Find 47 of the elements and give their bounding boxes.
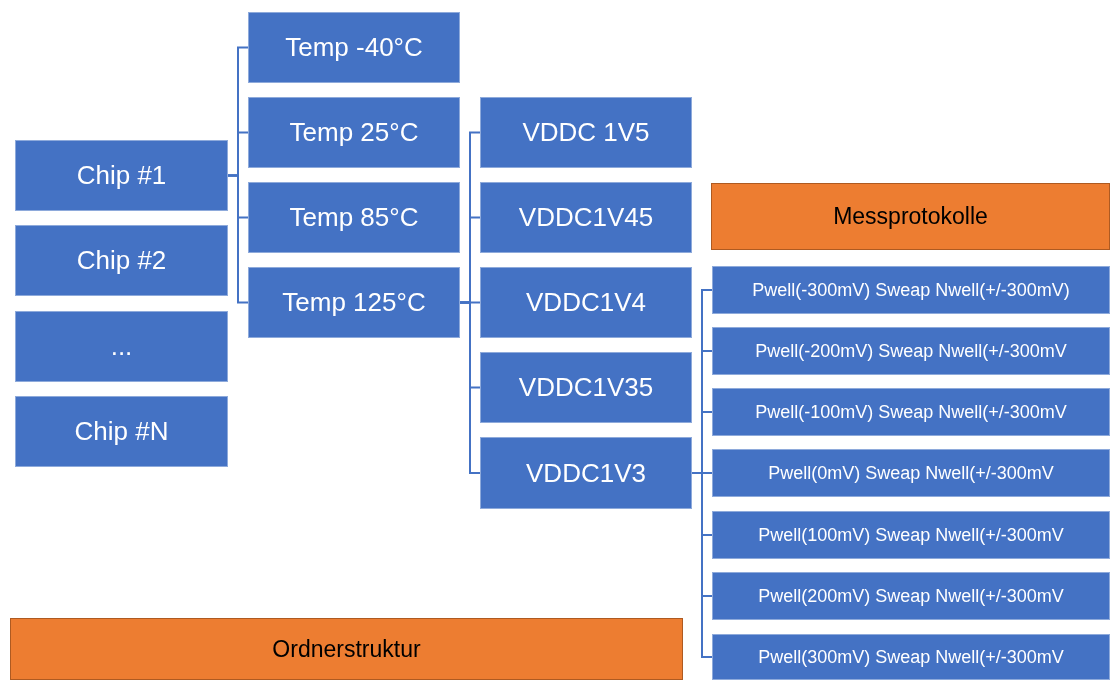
node-label: Temp 125°C	[282, 287, 426, 318]
temperature-box	[248, 267, 460, 338]
node-label: Pwell(-100mV) Sweap Nwell(+/-300mV	[755, 401, 1067, 423]
chip-box	[15, 311, 228, 382]
node-label: Pwell(200mV) Sweap Nwell(+/-300mV	[758, 585, 1064, 607]
node-label: VDDC1V4	[526, 287, 646, 318]
chip-box	[15, 396, 228, 467]
node-label: VDDC1V35	[518, 372, 654, 403]
temperature-box	[248, 182, 460, 253]
node-label: Temp 25°C	[289, 117, 419, 148]
protocol-box	[712, 572, 1110, 620]
section-header	[10, 618, 683, 680]
voltage-box	[480, 182, 692, 253]
node-label: VDDC 1V5	[522, 117, 650, 148]
node-label: ...	[110, 331, 133, 362]
voltage-box	[480, 97, 692, 168]
node-label: Pwell(-300mV) Sweap Nwell(+/-300mV)	[752, 279, 1070, 301]
temperature-box	[248, 12, 460, 83]
connector-line	[227, 174, 249, 304]
connector-line	[459, 301, 481, 474]
node-label: Chip #1	[76, 160, 167, 191]
chip-box	[15, 140, 228, 211]
protocol-box	[712, 634, 1110, 680]
protocol-box	[712, 266, 1110, 314]
temperature-box	[248, 97, 460, 168]
node-label: Pwell(100mV) Sweap Nwell(+/-300mV	[758, 524, 1064, 546]
voltage-box	[480, 267, 692, 338]
node-label: Pwell(0mV) Sweap Nwell(+/-300mV	[768, 462, 1054, 484]
node-label: VDDC1V3	[526, 457, 646, 489]
node-label: Chip #2	[76, 245, 167, 276]
protocol-box	[712, 511, 1110, 559]
protocol-box	[712, 388, 1110, 436]
node-label: Pwell(-200mV) Sweap Nwell(+/-300mV	[755, 340, 1067, 362]
node-label: Messprotokolle	[833, 203, 988, 230]
chip-box	[15, 225, 228, 296]
protocol-box	[712, 327, 1110, 375]
voltage-box	[480, 437, 692, 509]
node-label: VDDC1V45	[518, 202, 654, 233]
node-label: Temp -40°C	[285, 32, 423, 63]
voltage-box	[480, 352, 692, 423]
node-label: Ordnerstruktur	[272, 635, 421, 663]
node-label: Chip #N	[74, 416, 169, 447]
section-header	[711, 183, 1110, 250]
node-label: Temp 85°C	[289, 202, 419, 233]
node-label: Pwell(300mV) Sweap Nwell(+/-300mV	[758, 646, 1064, 668]
connector-line	[691, 472, 713, 658]
protocol-box	[712, 449, 1110, 497]
